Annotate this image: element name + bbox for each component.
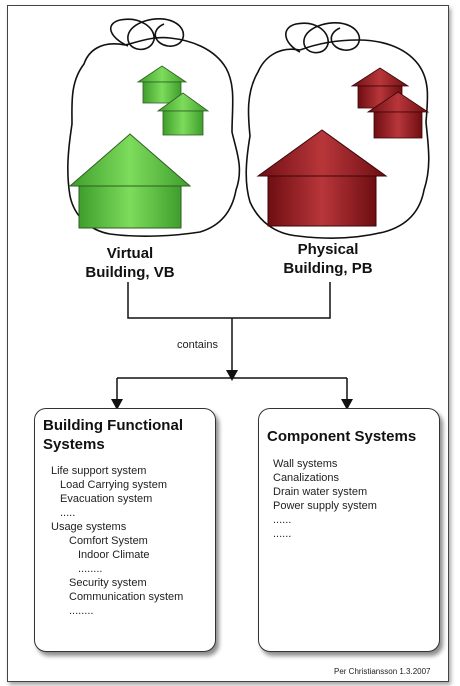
list-item: Usage systems	[51, 521, 127, 533]
arrow-head-left	[111, 399, 123, 410]
list-item: Drain water system	[273, 486, 368, 498]
list-item: .....	[60, 507, 76, 519]
contains-connector	[116, 282, 348, 404]
list-item: Comfort System	[69, 535, 148, 547]
arrow-head-right	[341, 399, 353, 410]
list-item: ........	[69, 605, 94, 617]
virtual-house-large	[68, 133, 192, 229]
list-item: Indoor Climate	[78, 549, 150, 561]
virtual-house-small-1	[136, 65, 188, 104]
list-item: Power supply system	[273, 500, 377, 512]
list-item: ......	[273, 514, 292, 526]
physical-building-label: Physical Building, PB	[283, 241, 373, 277]
physical-cloud-outline	[245, 39, 430, 239]
list-item: ......	[273, 528, 292, 540]
list-item: ........	[78, 563, 103, 575]
list-item: Communication system	[69, 591, 184, 603]
physical-cloud-loops	[285, 22, 361, 54]
virtual-house-small-2	[156, 92, 210, 136]
virtual-cloud-loops	[109, 18, 185, 51]
list-item: Wall systems	[273, 458, 338, 470]
functional-systems-box: Building Functional Systems Life support…	[34, 408, 216, 652]
contains-label: contains	[177, 339, 218, 351]
list-item: Load Carrying system	[60, 479, 167, 491]
author-credit: Per Christiansson 1.3.2007	[334, 667, 431, 676]
virtual-cloud-outline	[67, 36, 241, 237]
list-item: Security system	[69, 577, 147, 589]
arrow-head-middle	[226, 370, 238, 381]
virtual-building-label: Virtual Building, VB	[85, 245, 175, 281]
component-systems-title: Component Systems	[267, 428, 417, 445]
list-item: Evacuation system	[60, 493, 153, 505]
physical-house-small-2	[366, 91, 430, 139]
physical-house-large	[256, 129, 388, 227]
list-item: Life support system	[51, 465, 147, 477]
functional-systems-title: Building Functional Systems	[43, 417, 183, 453]
list-item: Canalizations	[273, 472, 340, 484]
